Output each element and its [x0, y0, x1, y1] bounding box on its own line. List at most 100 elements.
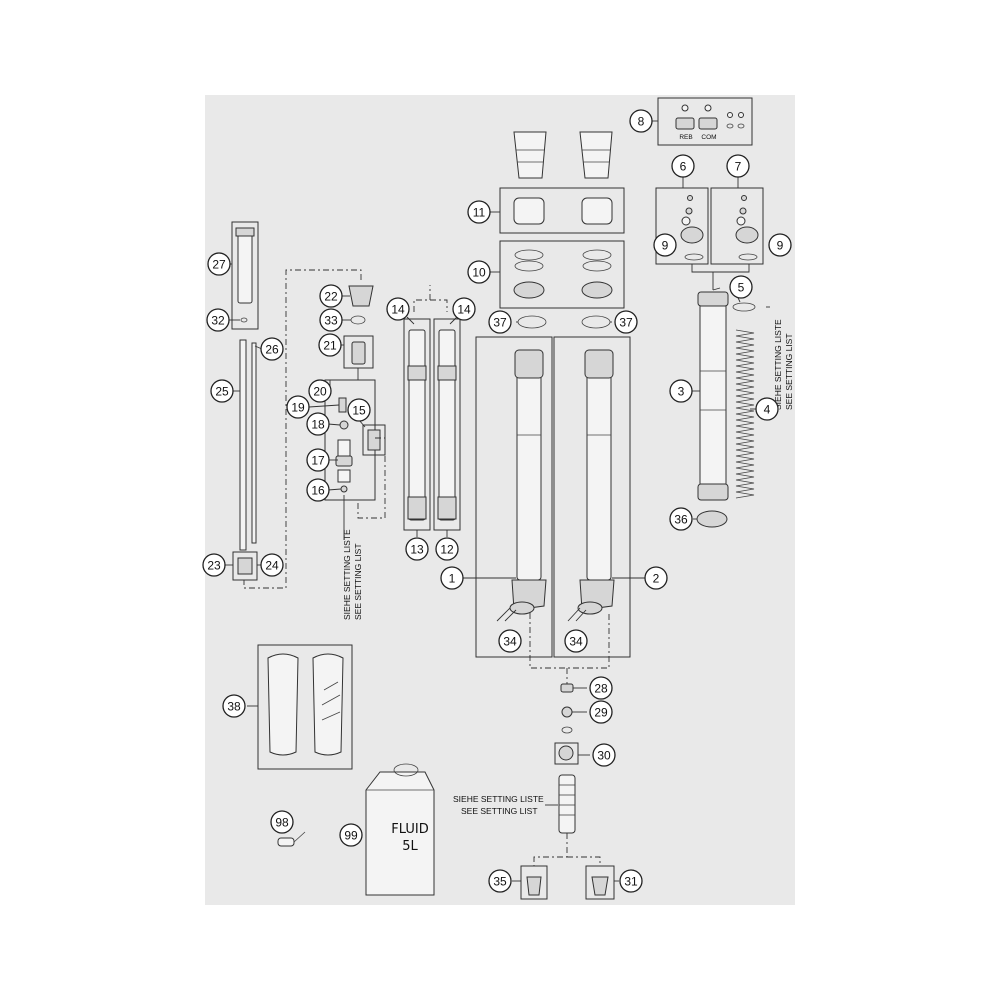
callout-number: 10: [472, 266, 486, 280]
callout-circle: [318, 333, 342, 357]
callout-circle: [339, 823, 363, 847]
callout-circle: [347, 398, 371, 422]
callout-26: 26: [260, 337, 284, 361]
callout-number: 24: [265, 559, 279, 573]
callout-number: 5: [738, 281, 745, 295]
callout-circle: [435, 537, 459, 561]
callout-circle: [319, 284, 343, 308]
callout-circle: [629, 109, 653, 133]
callout-2: 2: [644, 566, 668, 590]
callout-number: 98: [275, 816, 289, 830]
callout-number: 19: [291, 401, 305, 415]
callout-15: 15: [347, 398, 371, 422]
callout-37: 37: [614, 310, 638, 334]
setting-note-de-left: SIEHE SETTING LISTE: [342, 529, 352, 620]
callout-circle: [488, 869, 512, 893]
setting-notes: SIEHE SETTING LISTE SEE SETTING LIST SIE…: [342, 306, 794, 816]
callout-99: 99: [339, 823, 363, 847]
callout-6: 6: [671, 154, 695, 178]
callout-number: 1: [449, 572, 456, 586]
callout-circle: [467, 200, 491, 224]
callout-31: 31: [619, 869, 643, 893]
setting-note-en-right: SEE SETTING LIST: [784, 333, 794, 410]
callout-circle: [306, 412, 330, 436]
callout-98: 98: [270, 810, 294, 834]
reb-label: REB: [679, 134, 692, 141]
callout-circle: [614, 310, 638, 334]
callout-circle: [644, 566, 668, 590]
callout-number: 9: [777, 239, 784, 253]
fluid-can-text: FLUID: [391, 822, 428, 837]
callout-circle: [589, 676, 613, 700]
callout-circle: [202, 553, 226, 577]
tool-and-rod-group: [231, 221, 259, 581]
setting-note-en-bottom: SEE SETTING LIST: [461, 806, 538, 816]
callout-number: 12: [440, 543, 454, 557]
callout-number: 35: [493, 875, 507, 889]
outer-spring-group: [696, 291, 756, 528]
callout-circle: [768, 233, 792, 257]
callout-4: 4: [755, 397, 779, 421]
callout-circle: [405, 537, 429, 561]
callout-25: 25: [210, 379, 234, 403]
callout-number: 14: [391, 303, 405, 317]
callout-circle: [669, 379, 693, 403]
callout-14: 14: [386, 297, 410, 321]
callout-number: 20: [313, 385, 327, 399]
callout-circle: [210, 379, 234, 403]
callout-22: 22: [319, 284, 343, 308]
setting-note-de-right: SIEHE SETTING LISTE: [773, 319, 783, 410]
lower-parts-group: [520, 683, 615, 900]
callout-circle: [306, 478, 330, 502]
callout-3: 3: [669, 379, 693, 403]
callout-12: 12: [435, 537, 459, 561]
callout-number: 34: [503, 635, 517, 649]
callout-number: 26: [265, 343, 279, 357]
callout-circle: [270, 810, 294, 834]
callout-number: 9: [662, 239, 669, 253]
callout-20: 20: [308, 379, 332, 403]
callout-circle: [653, 233, 677, 257]
spring: [735, 329, 755, 499]
callout-circle: [467, 260, 491, 284]
callout-number: 18: [311, 418, 325, 432]
leader-lines: [225, 211, 756, 882]
callout-circle: [755, 397, 779, 421]
callout-number: 6: [680, 160, 687, 174]
callout-circle: [726, 154, 750, 178]
callout-33: 33: [319, 308, 343, 332]
callout-7: 7: [726, 154, 750, 178]
callout-number: 15: [352, 404, 366, 418]
callout-5: 5: [729, 275, 753, 299]
setting-note-en-left: SEE SETTING LIST: [353, 543, 363, 620]
clicker-set-group: REB COM: [650, 97, 753, 146]
callout-number: 22: [324, 290, 338, 304]
callout-circle: [319, 308, 343, 332]
callout-17: 17: [306, 448, 330, 472]
callout-number: 37: [493, 316, 507, 330]
callout-circle: [286, 395, 310, 419]
fluid-can-volume: 5L: [402, 839, 418, 854]
setting-note-de-bottom: SIEHE SETTING LISTE: [453, 794, 544, 804]
callout-circle: [207, 252, 231, 276]
callout-number: 30: [597, 749, 611, 763]
callout-9: 9: [653, 233, 677, 257]
callout-number: 25: [215, 385, 229, 399]
callout-21: 21: [318, 333, 342, 357]
callout-circle: [440, 566, 464, 590]
callout-number: 33: [324, 314, 338, 328]
callout-37: 37: [488, 310, 512, 334]
fork-legs-group: [475, 336, 631, 685]
callout-34: 34: [564, 629, 588, 653]
cartridges-group: [403, 285, 461, 537]
callout-circle: [619, 869, 643, 893]
callout-23: 23: [202, 553, 226, 577]
callout-16: 16: [306, 478, 330, 502]
com-label: COM: [701, 134, 716, 141]
callout-number: 17: [311, 454, 325, 468]
seal-groups: [499, 131, 625, 329]
callout-circle: [498, 629, 522, 653]
callout-10: 10: [467, 260, 491, 284]
